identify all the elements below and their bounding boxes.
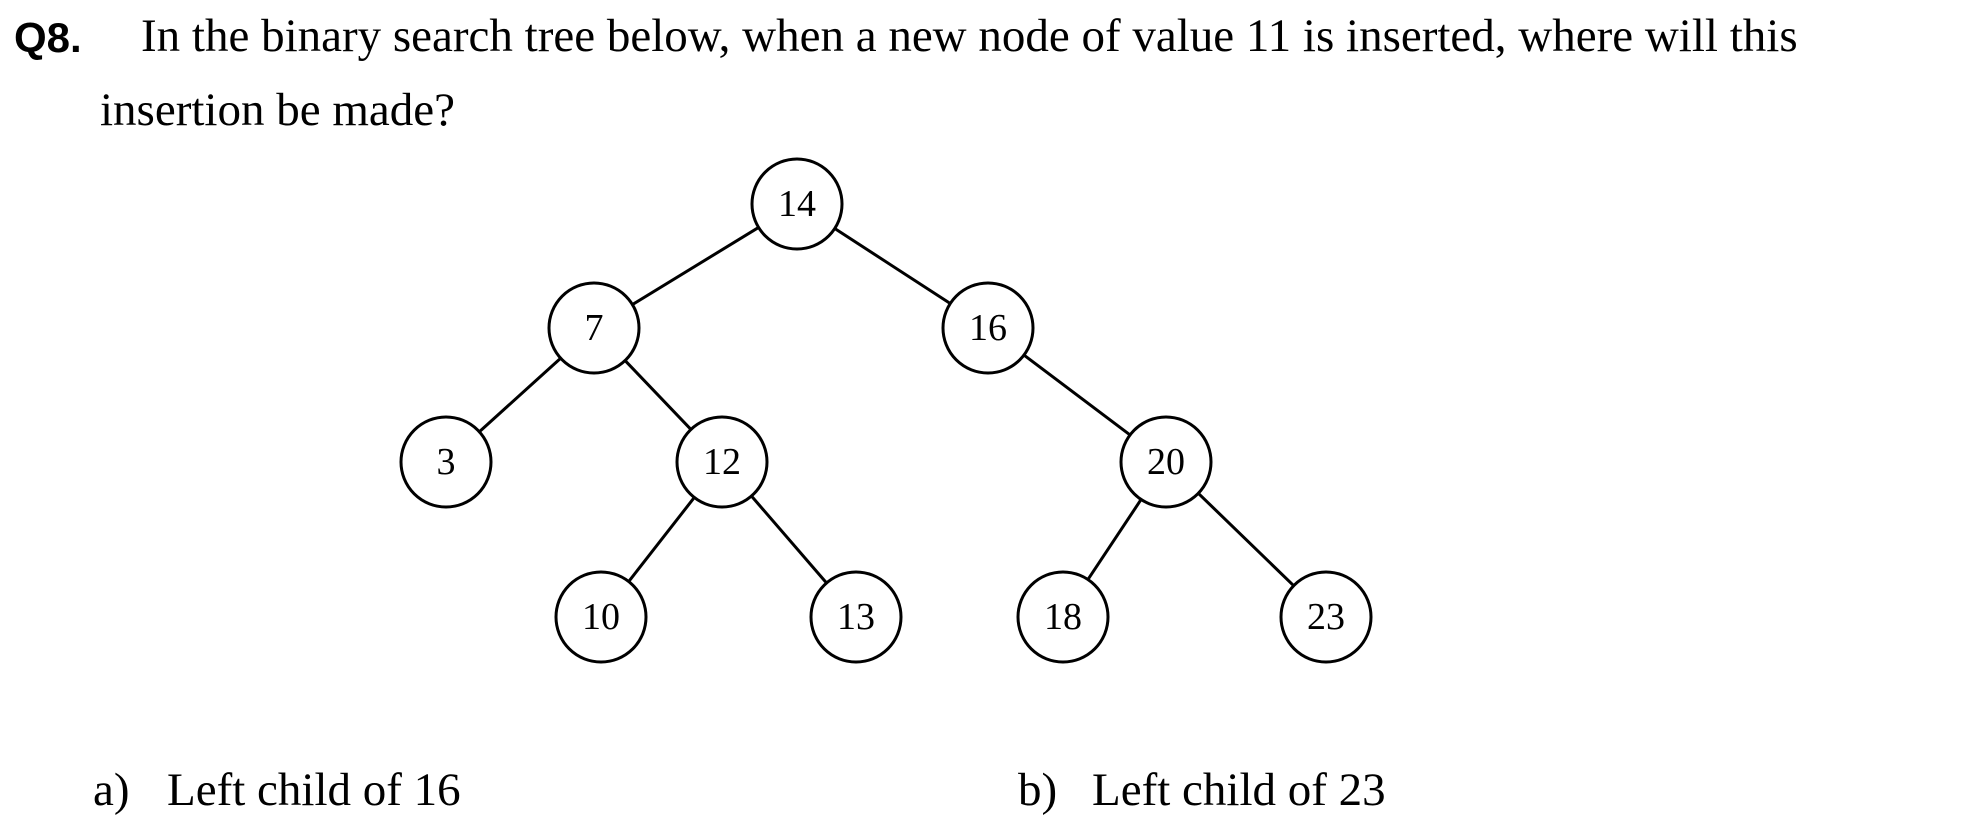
tree-edge-16-20 xyxy=(1023,353,1131,437)
tree-node-circle xyxy=(750,157,844,251)
option-b-letter: b) xyxy=(1018,764,1058,816)
tree-node-label: 18 xyxy=(1044,596,1082,638)
tree-edge-20-23 xyxy=(1197,492,1295,587)
question-text-line-1: In the binary search tree below, when a … xyxy=(141,10,1798,62)
tree-node-circle xyxy=(399,415,493,509)
tree-node-label: 10 xyxy=(582,596,620,638)
tree-node-circle xyxy=(809,570,903,664)
tree-node-label: 16 xyxy=(969,307,1007,349)
tree-node-16: 16 xyxy=(941,281,1035,375)
tree-node-18: 18 xyxy=(1016,570,1110,664)
tree-node-circle xyxy=(941,281,1035,375)
tree-node-12: 12 xyxy=(675,415,769,509)
tree-edge-20-18 xyxy=(1086,498,1143,581)
tree-node-circle xyxy=(1016,570,1110,664)
tree-edge-14-7 xyxy=(631,226,760,306)
tree-node-label: 12 xyxy=(703,441,741,483)
tree-node-label: 14 xyxy=(778,183,816,225)
option-a-text: Left child of 16 xyxy=(167,764,461,816)
tree-edge-12-13 xyxy=(750,495,828,584)
tree-node-label: 20 xyxy=(1147,441,1185,483)
tree-node-label: 3 xyxy=(437,441,456,483)
tree-node-10: 10 xyxy=(554,570,648,664)
tree-node-3: 3 xyxy=(399,415,493,509)
tree-node-circle xyxy=(1119,415,1213,509)
option-b-text: Left child of 23 xyxy=(1092,764,1386,816)
tree-edge-14-16 xyxy=(833,227,952,305)
tree-edge-7-12 xyxy=(623,359,693,431)
option-a-letter: a) xyxy=(93,764,130,816)
tree-node-circle xyxy=(547,281,641,375)
tree-node-circle xyxy=(1279,570,1373,664)
tree-edge-7-3 xyxy=(478,357,562,433)
tree-node-circle xyxy=(675,415,769,509)
tree-node-14: 14 xyxy=(750,157,844,251)
tree-node-label: 13 xyxy=(837,596,875,638)
question-text-line-2: insertion be made? xyxy=(100,84,455,136)
tree-node-label: 23 xyxy=(1307,596,1345,638)
tree-node-20: 20 xyxy=(1119,415,1213,509)
question-number: Q8. xyxy=(14,14,82,61)
tree-node-13: 13 xyxy=(809,570,903,664)
option-a: a) Left child of 16 xyxy=(93,762,461,818)
tree-edge-12-10 xyxy=(627,496,696,583)
tree-node-label: 7 xyxy=(585,307,604,349)
tree-node-7: 7 xyxy=(547,281,641,375)
tree-node-circle xyxy=(554,570,648,664)
option-b: b) Left child of 23 xyxy=(1018,762,1386,818)
tree-node-23: 23 xyxy=(1279,570,1373,664)
